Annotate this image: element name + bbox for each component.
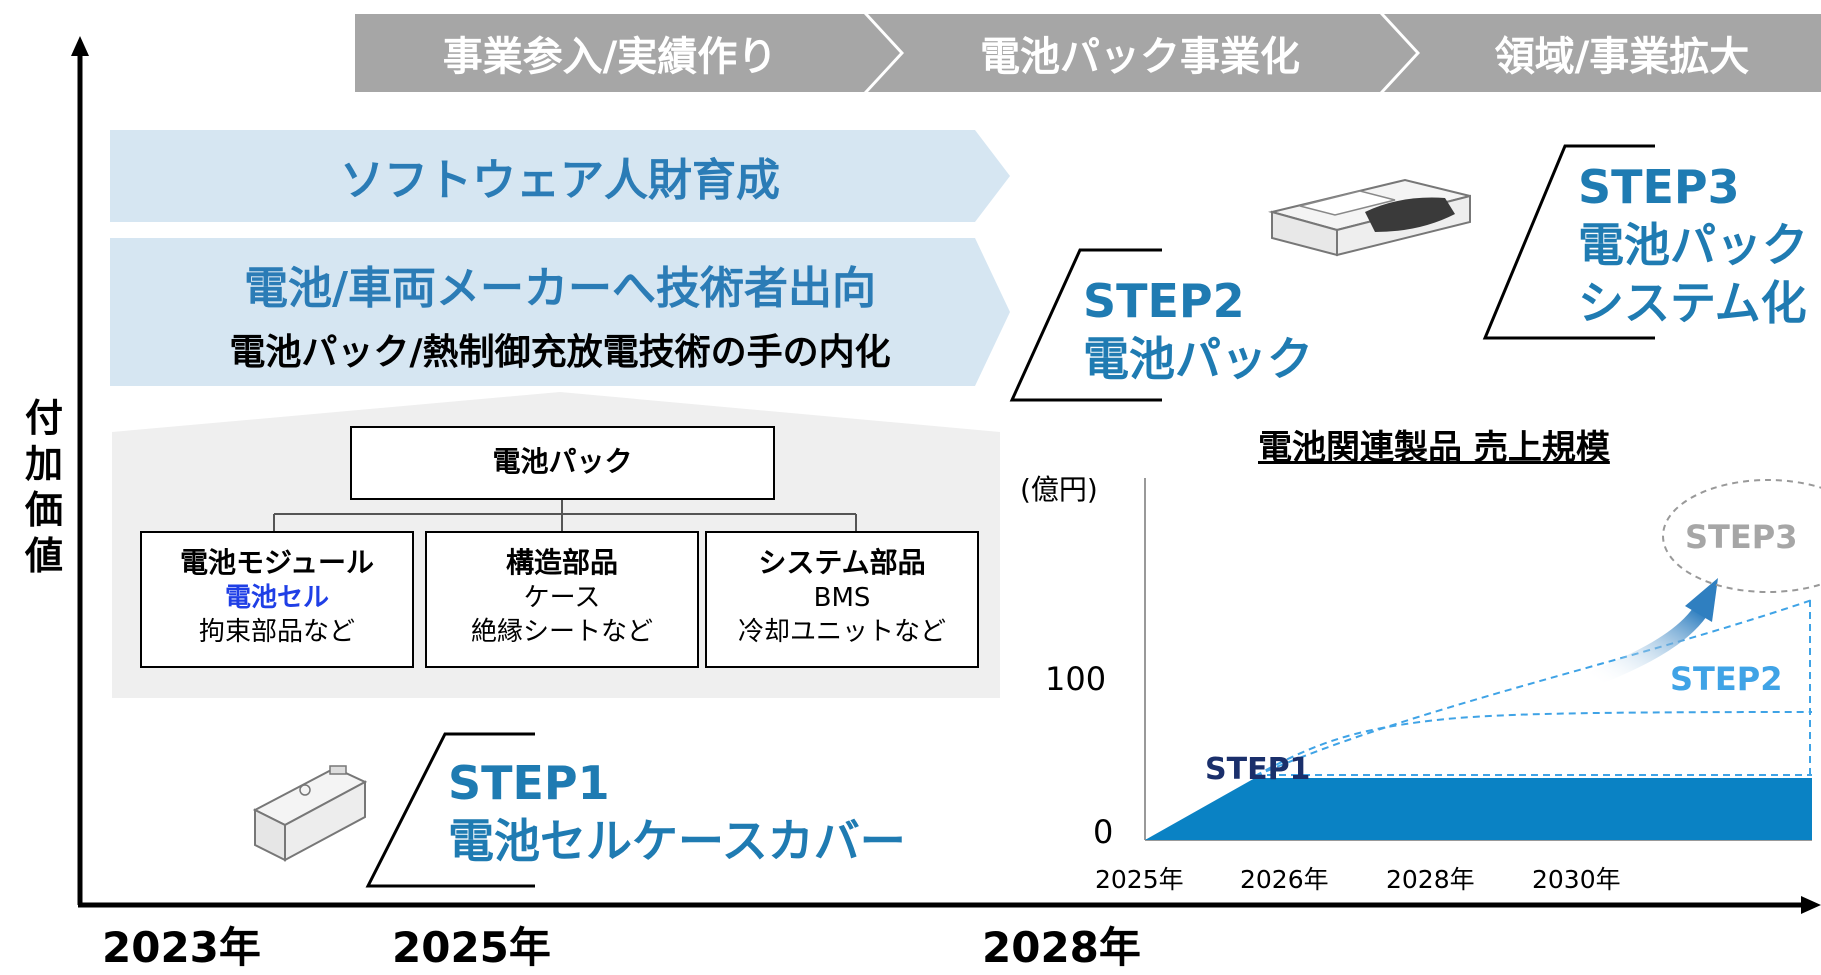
step3-text: STEP3 電池パック システム化: [1578, 158, 1808, 332]
growth-arrow: [1587, 607, 1707, 688]
step2-bracket: [1009, 248, 1162, 402]
pack-child-box: 電池モジュール 電池セル 拘束部品など: [140, 531, 414, 668]
pack-child-title: 電池モジュール: [179, 546, 375, 579]
dispatch-band-subtitle: 電池パック/熱制御充放電技術の手の内化: [229, 332, 891, 373]
year-label: 2028年: [982, 923, 1141, 972]
step2-dashed-upper: [1254, 599, 1813, 777]
pack-child-line: 冷却ユニットなど: [737, 617, 946, 647]
pack-child-title: システム部品: [758, 546, 926, 579]
step1-area: [1145, 778, 1812, 840]
dispatch-band-title: 電池/車両メーカーへ技術者出向: [243, 263, 877, 314]
pack-child-highlight: 電池セル: [224, 583, 329, 613]
step2-desc: 電池パック: [1083, 332, 1313, 386]
step3-label: STEP3: [1578, 160, 1740, 214]
chart-y-tick: 0: [1093, 813, 1114, 851]
growth-arrowhead: [1685, 578, 1718, 622]
y-axis-arrowhead: [71, 36, 89, 56]
step2-label: STEP2: [1083, 274, 1245, 328]
pack-child-box: システム部品 BMS 冷却ユニットなど: [705, 531, 979, 668]
chart-step3-label: STEP3: [1685, 518, 1798, 556]
chart-x-tick: 2025年: [1095, 865, 1184, 894]
battery-cell-illustration: [252, 765, 368, 862]
chart-y-unit: (億円): [1020, 473, 1098, 506]
software-band-arrow: [110, 130, 1010, 222]
phase-label-2: 電池パック事業化: [980, 34, 1300, 80]
step1-label: STEP1: [448, 756, 610, 810]
step3-ellipse: [1662, 479, 1821, 593]
pack-child-box: 構造部品 ケース 絶縁シートなど: [425, 531, 699, 668]
chart-step2-label: STEP2: [1670, 660, 1783, 698]
pack-child-line: 拘束部品など: [198, 617, 355, 647]
pack-child-title: 構造部品: [505, 546, 618, 579]
chart-x-tick: 2026年: [1240, 865, 1329, 894]
chart-step1-label: STEP1: [1205, 752, 1311, 787]
step2-text: STEP2 電池パック: [1083, 272, 1313, 388]
dispatch-band-arrow: [110, 238, 1010, 386]
step3-desc-1: 電池パック: [1578, 218, 1808, 272]
year-label: 2023年: [102, 923, 261, 972]
phase-chevron-1: [355, 14, 900, 92]
software-band-title: ソフトウェア人財育成: [340, 155, 780, 206]
x-axis-arrowhead: [1801, 896, 1821, 914]
phase-label-3: 領域/事業拡大: [1494, 34, 1750, 80]
chart-y-tick: 100: [1045, 660, 1107, 698]
step1-text: STEP1 電池セルケースカバー: [448, 754, 906, 870]
y-axis-label: 付加価値: [24, 396, 63, 578]
step2-dashed-lower: [1254, 711, 1813, 777]
step1-desc: 電池セルケースカバー: [448, 814, 906, 868]
step1-bracket: [365, 732, 535, 888]
year-label: 2025年: [392, 923, 551, 972]
chart-x-tick: 2028年: [1386, 865, 1475, 894]
phase-chevron-3: [1384, 14, 1821, 92]
step3-desc-2: システム化: [1578, 276, 1807, 330]
battery-pack-illustration: [1268, 178, 1471, 257]
phase-chevron-2: [868, 14, 1416, 92]
chart-x-tick: 2030年: [1532, 865, 1621, 894]
chart-title: 電池関連製品 売上規模: [1258, 428, 1610, 468]
pack-child-line: ケース: [523, 583, 601, 613]
step3-bracket: [1482, 144, 1655, 340]
pack-root-box: 電池パック: [350, 426, 775, 500]
phase-label-1: 事業参入/実績作り: [442, 34, 778, 80]
pack-child-line: 絶縁シートなど: [470, 617, 653, 647]
pack-child-line: BMS: [813, 583, 871, 613]
pack-root-label: 電池パック: [492, 445, 633, 478]
